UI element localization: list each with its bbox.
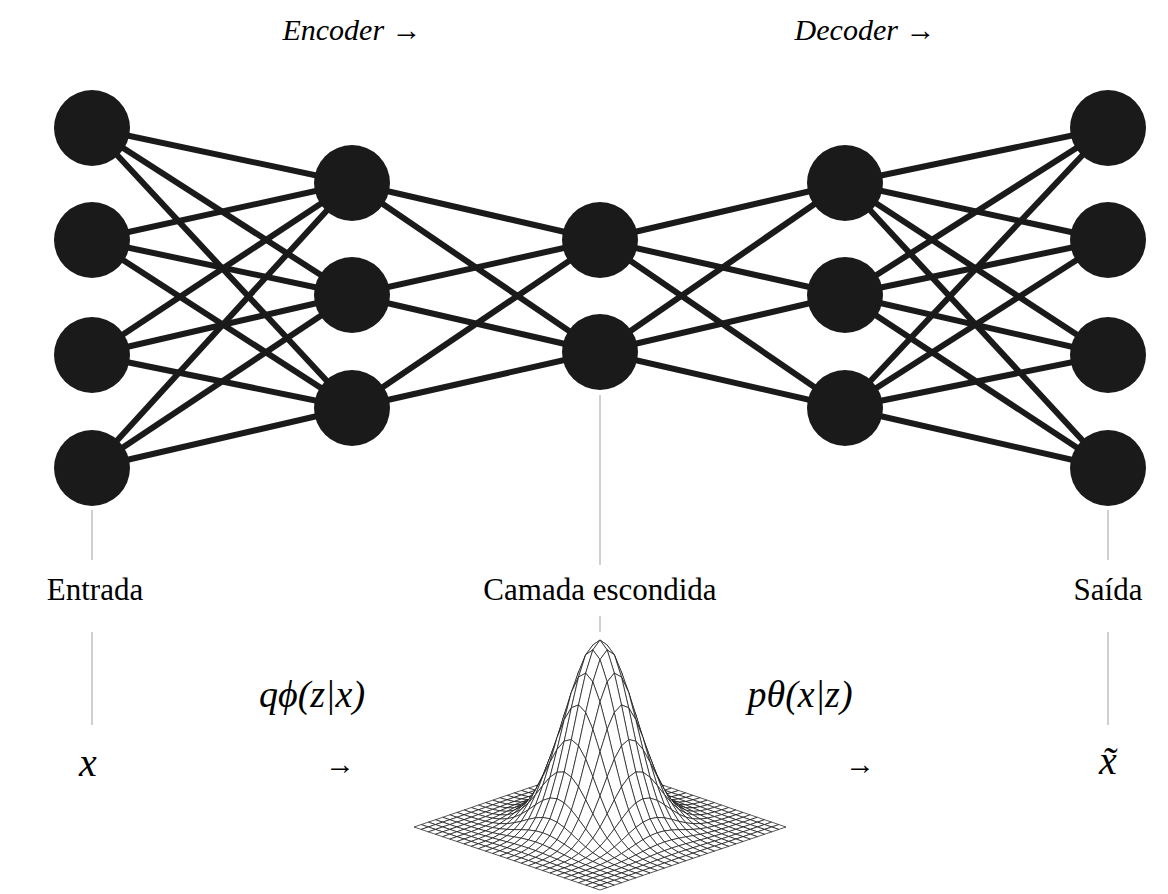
flow-arrow: → <box>325 747 355 780</box>
output-symbol-holder: x̃ <box>1099 737 1117 784</box>
layer-name-holder: Entrada <box>47 572 143 608</box>
guide-line <box>599 616 601 632</box>
neuron <box>807 145 883 221</box>
input-symbol-holder: x <box>79 739 97 786</box>
guide-line <box>91 510 93 560</box>
neurons <box>54 90 1146 506</box>
neuron <box>314 370 390 446</box>
network-link <box>845 240 1108 408</box>
neuron <box>562 314 638 390</box>
network-links <box>92 128 1108 468</box>
neuron <box>807 257 883 333</box>
flow-arrow-holder: → <box>325 747 355 781</box>
neuron <box>1070 202 1146 278</box>
neuron <box>562 202 638 278</box>
layer-name-holder: Camada escondida <box>483 572 716 608</box>
neuron <box>314 257 390 333</box>
flow-arrow: → <box>845 747 875 780</box>
layer-name-holder: Saída <box>1074 572 1143 608</box>
guide-line <box>1107 510 1109 560</box>
encoder-heading-holder: Encoder → <box>282 13 421 47</box>
guide-line <box>1107 632 1109 725</box>
neuron <box>314 145 390 221</box>
output-symbol: x̃ <box>1099 738 1117 783</box>
neuron <box>54 317 130 393</box>
network-link <box>92 295 352 468</box>
network-link <box>92 408 352 468</box>
network-link <box>92 128 352 408</box>
decoder-heading: Decoder → <box>795 13 936 46</box>
network-link <box>845 408 1108 468</box>
decoder-distribution-holder: pθ(x|z) <box>747 672 852 716</box>
encoder-distribution-holder: qϕ(z|x) <box>259 672 365 716</box>
neuron <box>1070 90 1146 166</box>
network-link <box>845 355 1108 408</box>
network-link <box>600 183 845 352</box>
layer-name: Camada escondida <box>483 572 716 607</box>
layer-name: Saída <box>1074 572 1143 607</box>
network-link <box>352 352 600 408</box>
gaussian-surface <box>414 640 786 890</box>
guide-line <box>599 395 601 565</box>
decoder-distribution: pθ(x|z) <box>747 673 852 715</box>
guide-lines <box>92 395 1108 725</box>
neuron <box>1070 317 1146 393</box>
layer-name: Entrada <box>47 572 143 607</box>
network-link <box>352 240 600 408</box>
guide-line <box>91 632 93 725</box>
encoder-heading: Encoder → <box>282 13 421 46</box>
input-symbol: x <box>79 740 97 785</box>
neuron <box>54 430 130 506</box>
surface-cell <box>593 885 607 890</box>
neuron <box>807 370 883 446</box>
network-link <box>845 183 1108 468</box>
encoder-distribution: qϕ(z|x) <box>259 673 365 715</box>
neuron <box>54 90 130 166</box>
neuron <box>54 202 130 278</box>
flow-arrow-holder: → <box>845 747 875 781</box>
decoder-heading-holder: Decoder → <box>795 13 936 47</box>
neuron <box>1070 430 1146 506</box>
network-link <box>92 183 352 468</box>
network-link <box>845 128 1108 408</box>
